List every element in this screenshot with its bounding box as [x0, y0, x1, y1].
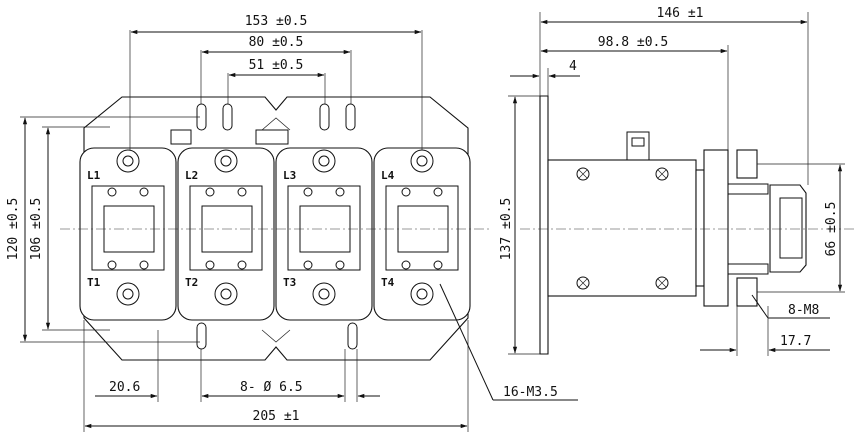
pole-4: [373, 147, 471, 321]
svg-text:98.8 ±0.5: 98.8 ±0.5: [598, 35, 668, 50]
terminal-label-top: L2: [185, 169, 198, 182]
dimension-51: 51 ±0.5: [227, 58, 326, 104]
terminal-plate: [703, 149, 729, 307]
terminal-bolts: [727, 149, 769, 307]
terminal-label-top: L1: [87, 169, 101, 182]
dimension-98-8: 98.8 ±0.5: [540, 35, 729, 150]
svg-text:51 ±0.5: 51 ±0.5: [249, 58, 304, 73]
dimension-137: 137 ±0.5: [499, 95, 540, 355]
svg-text:153 ±0.5: 153 ±0.5: [245, 14, 308, 29]
plate-notch-top: [261, 117, 291, 131]
connector-block: [170, 129, 192, 145]
bracket: [539, 95, 549, 355]
side-view: 146 ±1 98.8 ±0.5 4 137 ±0.5 66 ±0.5: [499, 6, 855, 356]
terminal-label-bottom: T1: [87, 276, 101, 289]
dimension-205: 205 ±1: [83, 320, 469, 432]
svg-text:80 ±0.5: 80 ±0.5: [249, 35, 304, 50]
front-view: L1 L2 L3 L4 T1 T2 T3 T4 153 ±0.5 80 ±0.5: [6, 14, 578, 432]
dimension-153: 153 ±0.5: [129, 14, 423, 150]
svg-text:20.6: 20.6: [109, 380, 140, 395]
terminal-label-top: L4: [381, 169, 395, 182]
mounting-slots: [196, 103, 358, 350]
svg-text:106 ±0.5: 106 ±0.5: [29, 198, 44, 261]
dimension-17-7: 17.7: [700, 306, 830, 356]
thread-callout-m8: 8-M8: [751, 294, 830, 319]
flange: [695, 169, 705, 287]
svg-text:66 ±0.5: 66 ±0.5: [824, 202, 839, 257]
svg-text:8- Ø 6.5: 8- Ø 6.5: [240, 380, 303, 395]
svg-text:146 ±1: 146 ±1: [657, 6, 704, 21]
dimension-66: 66 ±0.5: [757, 163, 845, 293]
dimension-holes: 8- Ø 6.5: [236, 349, 380, 402]
dimension-106: 106 ±0.5: [29, 126, 110, 331]
pole-2: [177, 147, 275, 321]
svg-text:8-M8: 8-M8: [788, 303, 819, 318]
terminal-label-bottom: T3: [283, 276, 296, 289]
pole-1: [79, 147, 177, 321]
dimension-80: 80 ±0.5: [200, 35, 352, 104]
svg-text:16-M3.5: 16-M3.5: [503, 385, 558, 400]
connector-block: [255, 129, 289, 145]
top-connector: [626, 131, 650, 161]
terminal-label-top: L3: [283, 169, 296, 182]
thread-callout-m3-5: 16-M3.5: [439, 283, 578, 401]
terminal-label-bottom: T4: [381, 276, 395, 289]
plate-notch-bottom: [261, 329, 291, 343]
aux-box: [769, 184, 807, 273]
dimension-4: 4: [510, 59, 580, 96]
svg-text:17.7: 17.7: [780, 334, 811, 349]
svg-text:205 ±1: 205 ±1: [253, 409, 300, 424]
dimension-146: 146 ±1: [539, 6, 809, 185]
pole-3: [275, 147, 373, 321]
svg-text:120 ±0.5: 120 ±0.5: [6, 198, 21, 261]
terminal-label-bottom: T2: [185, 276, 198, 289]
housing-screws: [576, 167, 669, 290]
svg-text:137 ±0.5: 137 ±0.5: [499, 198, 514, 261]
dimension-120: 120 ±0.5: [6, 116, 200, 343]
dimension-20-6: 20.6: [95, 330, 245, 402]
svg-text:4: 4: [569, 59, 577, 74]
coil-housing: [547, 159, 697, 297]
